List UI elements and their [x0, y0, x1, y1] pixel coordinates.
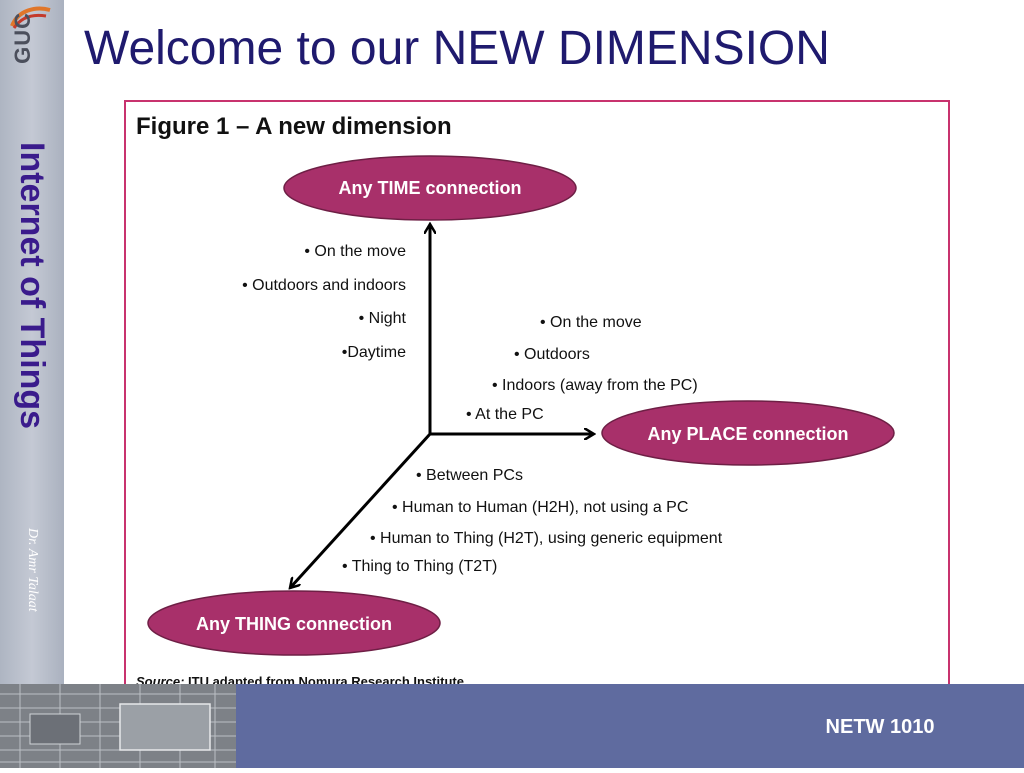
page-title: Welcome to our NEW DIMENSION [84, 22, 830, 75]
thing-axis-arrow [290, 432, 432, 588]
place-item: • At the PC [466, 406, 544, 423]
chip-graphic [0, 684, 236, 768]
thing-item: • Human to Human (H2H), not using a PC [392, 499, 688, 516]
circuit-board-image [0, 684, 236, 768]
thing-item: • Thing to Thing (T2T) [342, 558, 497, 575]
dimension-diagram: Figure 1 – A new dimension Any TIME conn… [136, 113, 895, 689]
figure-frame: Figure 1 – A new dimension Any TIME conn… [124, 100, 950, 698]
author-name: Dr. Amr Talaat [25, 528, 40, 612]
place-item: • Indoors (away from the PC) [492, 377, 698, 394]
guc-logo: GUC [2, 2, 60, 90]
figure-heading: Figure 1 – A new dimension [136, 113, 452, 140]
place-ellipse [601, 400, 895, 466]
place-ellipse-label: Any PLACE connection [647, 424, 848, 444]
time-item: • On the move [304, 243, 406, 260]
left-sidebar: GUC Internet of Things Dr. Amr Talaat [0, 0, 64, 684]
place-item: • On the move [540, 314, 642, 331]
sidebar-title: Internet of Things [13, 142, 51, 430]
thing-ellipse-label: Any THING connection [196, 614, 392, 634]
time-item: • Night [359, 310, 407, 327]
time-item: •Daytime [342, 344, 406, 361]
logo-text: GUC [10, 12, 35, 64]
thing-ellipse [147, 590, 441, 656]
time-ellipse-label: Any TIME connection [338, 178, 521, 198]
thing-item: • Human to Thing (H2T), using generic eq… [370, 530, 723, 547]
course-code: NETW 1010 [825, 716, 935, 738]
place-item: • Outdoors [514, 346, 590, 363]
time-ellipse [283, 155, 577, 221]
thing-item: • Between PCs [416, 467, 523, 484]
logo-swoosh-icon [10, 6, 51, 29]
time-item: • Outdoors and indoors [242, 277, 406, 294]
